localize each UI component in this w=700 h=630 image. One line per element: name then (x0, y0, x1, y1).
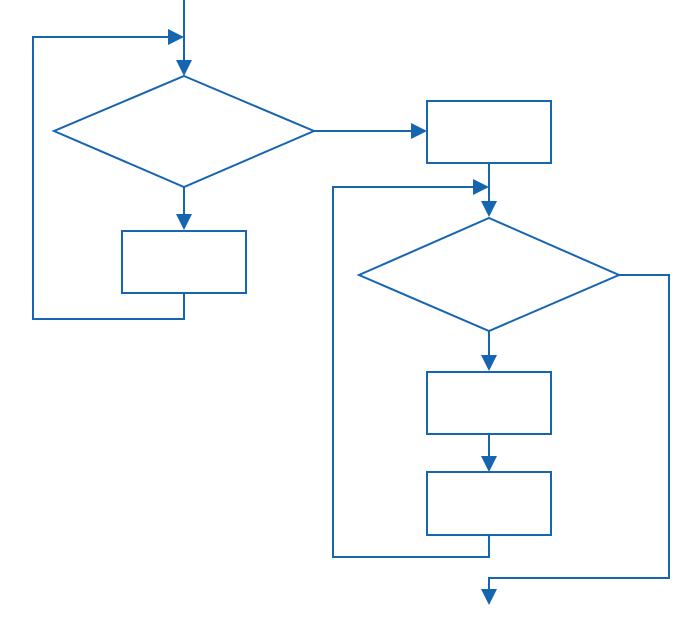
process-box-3 (426, 371, 552, 435)
arrowhead-process4-entry (481, 456, 497, 472)
process-box-1 (121, 230, 247, 294)
edge-loop-back-1 (32, 36, 185, 320)
edge-decision2-exit (488, 274, 670, 590)
edge-loop-back-2 (332, 186, 490, 558)
decision-diamond-1 (51, 74, 317, 189)
nodes (51, 74, 622, 536)
arrowhead-process1-entry (176, 214, 192, 230)
arrowhead-loop-back-1 (168, 29, 184, 45)
arrowhead-process3-entry (481, 355, 497, 371)
decision-diamond-2 (356, 216, 622, 333)
arrowhead-exit (481, 589, 497, 605)
process-box-2 (426, 100, 552, 164)
connectors (32, 0, 670, 605)
arrowhead-process2-entry (411, 123, 427, 139)
arrowhead-decision2-entry (481, 201, 497, 217)
arrowhead-loop-back-2 (473, 179, 489, 195)
arrowhead-entry (176, 60, 192, 76)
process-box-4 (426, 471, 552, 536)
